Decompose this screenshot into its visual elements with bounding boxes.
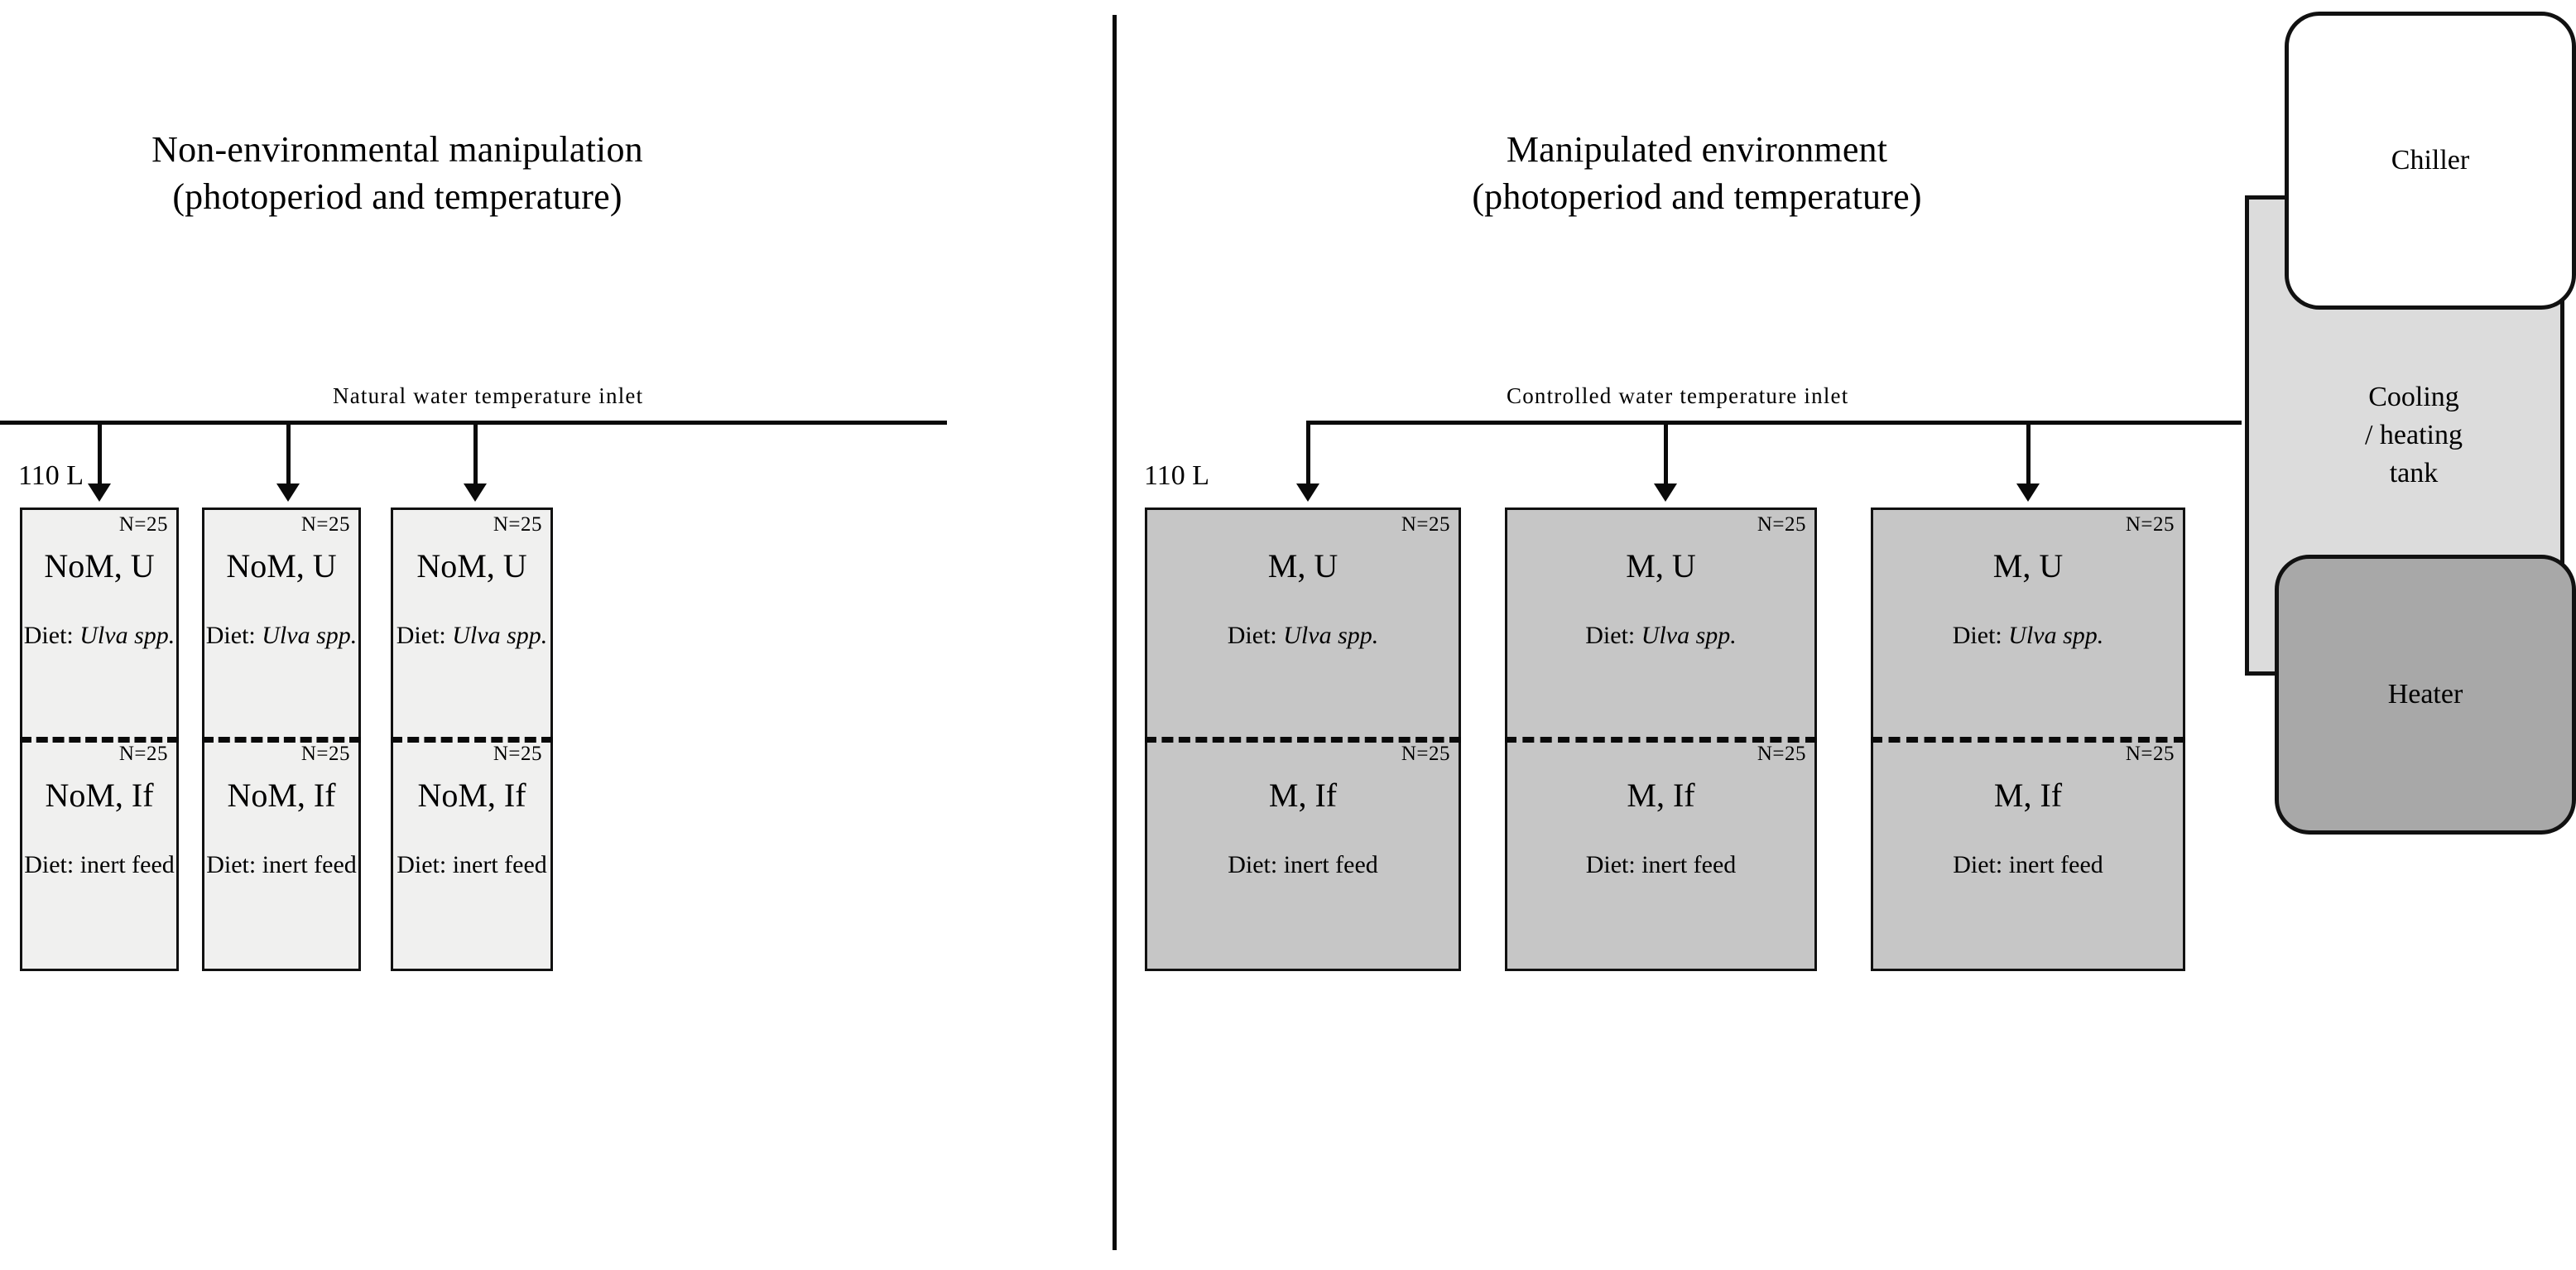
treatment-label: M, U <box>1626 547 1696 584</box>
arrowhead-left-1 <box>88 483 111 502</box>
arrowhead-right-3 <box>2016 483 2040 502</box>
panel-divider-line <box>1113 15 1117 1250</box>
treatment-label: NoM, U <box>416 547 527 584</box>
tank-right-2[interactable]: N=25 M, U Diet: Ulva spp. N=25 M, If Die… <box>1505 508 1817 971</box>
tank-left-1-top-half: N=25 NoM, U Diet: Ulva spp. <box>22 510 176 739</box>
treatment-label: NoM, U <box>226 547 337 584</box>
n-badge: N=25 <box>300 513 350 536</box>
drop-pipe-right-2 <box>1664 421 1668 485</box>
tank-dashed-divider <box>1871 737 2185 743</box>
n-badge: N=25 <box>2125 513 2175 536</box>
drop-pipe-right-3 <box>2026 421 2031 485</box>
diet-label: Diet: inert feed <box>1953 851 2103 878</box>
n-badge: N=25 <box>493 743 542 765</box>
treatment-label: NoM, U <box>44 547 155 584</box>
drop-pipe-left-1 <box>98 421 102 485</box>
panel-heading-left: Non-environmental manipulation (photoper… <box>151 129 643 218</box>
tank-left-2-bottom-half: N=25 NoM, If Diet: inert feed <box>204 739 358 969</box>
arrowhead-left-2 <box>276 483 300 502</box>
tank-right-3-top-half: N=25 M, U Diet: Ulva spp. <box>1873 510 2183 739</box>
tank-left-1-bottom-half: N=25 NoM, If Diet: inert feed <box>22 739 176 969</box>
tank-right-1[interactable]: N=25 M, U Diet: Ulva spp. N=25 M, If Die… <box>1145 508 1461 971</box>
tank-left-3-top-half: N=25 NoM, U Diet: Ulva spp. <box>393 510 550 739</box>
treatment-label: M, U <box>1267 547 1338 584</box>
treatment-label: M, U <box>1992 547 2064 584</box>
treatment-label: NoM, If <box>417 777 526 814</box>
tank-dashed-divider <box>1145 737 1461 743</box>
tank-left-2[interactable]: N=25 NoM, U Diet: Ulva spp. N=25 NoM, If… <box>202 508 361 971</box>
treatment-label: M, If <box>1993 777 2063 814</box>
volume-label-right: 110 L <box>1144 460 1210 491</box>
treatment-label: M, If <box>1627 777 1695 814</box>
n-badge: N=25 <box>300 743 350 765</box>
drop-pipe-left-3 <box>473 421 478 485</box>
tank-left-3-bottom-half: N=25 NoM, If Diet: inert feed <box>393 739 550 969</box>
tank-right-1-top-half: N=25 M, U Diet: Ulva spp. <box>1147 510 1459 739</box>
inlet-label-left: Natural water temperature inlet <box>333 383 644 408</box>
diet-label: Diet: inert feed <box>24 851 175 878</box>
diet-label: Diet: inert feed <box>396 851 547 878</box>
diet-label: Diet: Ulva spp. <box>1585 622 1737 649</box>
diet-label: Diet: Ulva spp. <box>23 622 175 649</box>
tank-right-1-bottom-half: N=25 M, If Diet: inert feed <box>1147 739 1459 969</box>
arrowhead-right-2 <box>1654 483 1677 502</box>
diet-label: Diet: Ulva spp. <box>1952 622 2104 649</box>
tank-right-3[interactable]: N=25 M, U Diet: Ulva spp. N=25 M, If Die… <box>1871 508 2185 971</box>
chiller-label: Chiller <box>2391 145 2470 176</box>
heater-unit[interactable]: Heater <box>2275 555 2576 835</box>
panel-heading-right: Manipulated environment (photoperiod and… <box>1472 129 1922 218</box>
n-badge: N=25 <box>2125 743 2175 765</box>
n-badge: N=25 <box>118 513 168 536</box>
n-badge: N=25 <box>1401 513 1450 536</box>
arrowhead-left-3 <box>464 483 487 502</box>
tank-left-1[interactable]: N=25 NoM, U Diet: Ulva spp. N=25 NoM, If… <box>20 508 179 971</box>
drop-pipe-right-1 <box>1306 421 1310 485</box>
n-badge: N=25 <box>1757 743 1806 765</box>
n-badge: N=25 <box>493 513 542 536</box>
chiller-unit[interactable]: Chiller <box>2285 12 2576 310</box>
treatment-label: NoM, If <box>45 777 154 814</box>
tank-dashed-divider <box>391 737 553 743</box>
tank-dashed-divider <box>202 737 361 743</box>
diet-label: Diet: Ulva spp. <box>1227 622 1379 649</box>
diet-label: Diet: Ulva spp. <box>205 622 358 649</box>
tank-dashed-divider <box>20 737 179 743</box>
tank-left-2-top-half: N=25 NoM, U Diet: Ulva spp. <box>204 510 358 739</box>
cooling-heating-tank-label: Cooling / heating tank <box>2364 381 2463 489</box>
tank-right-3-bottom-half: N=25 M, If Diet: inert feed <box>1873 739 2183 969</box>
n-badge: N=25 <box>1401 743 1450 765</box>
diet-label: Diet: inert feed <box>206 851 357 878</box>
n-badge: N=25 <box>1757 513 1806 536</box>
inlet-label-right: Controlled water temperature inlet <box>1507 383 1849 408</box>
heater-label: Heater <box>2387 679 2463 710</box>
tank-right-2-top-half: N=25 M, U Diet: Ulva spp. <box>1507 510 1814 739</box>
n-badge: N=25 <box>118 743 168 765</box>
diet-label: Diet: inert feed <box>1585 851 1737 878</box>
arrowhead-right-1 <box>1296 483 1319 502</box>
diet-label: Diet: inert feed <box>1228 851 1378 878</box>
treatment-label: NoM, If <box>227 777 336 814</box>
diet-label: Diet: Ulva spp. <box>396 622 548 649</box>
drop-pipe-left-2 <box>286 421 291 485</box>
tank-right-2-bottom-half: N=25 M, If Diet: inert feed <box>1507 739 1814 969</box>
tank-dashed-divider <box>1505 737 1817 743</box>
inlet-manifold-right <box>1306 421 2242 425</box>
tank-left-3[interactable]: N=25 NoM, U Diet: Ulva spp. N=25 NoM, If… <box>391 508 553 971</box>
volume-label-left: 110 L <box>18 460 84 491</box>
treatment-label: M, If <box>1268 777 1338 814</box>
